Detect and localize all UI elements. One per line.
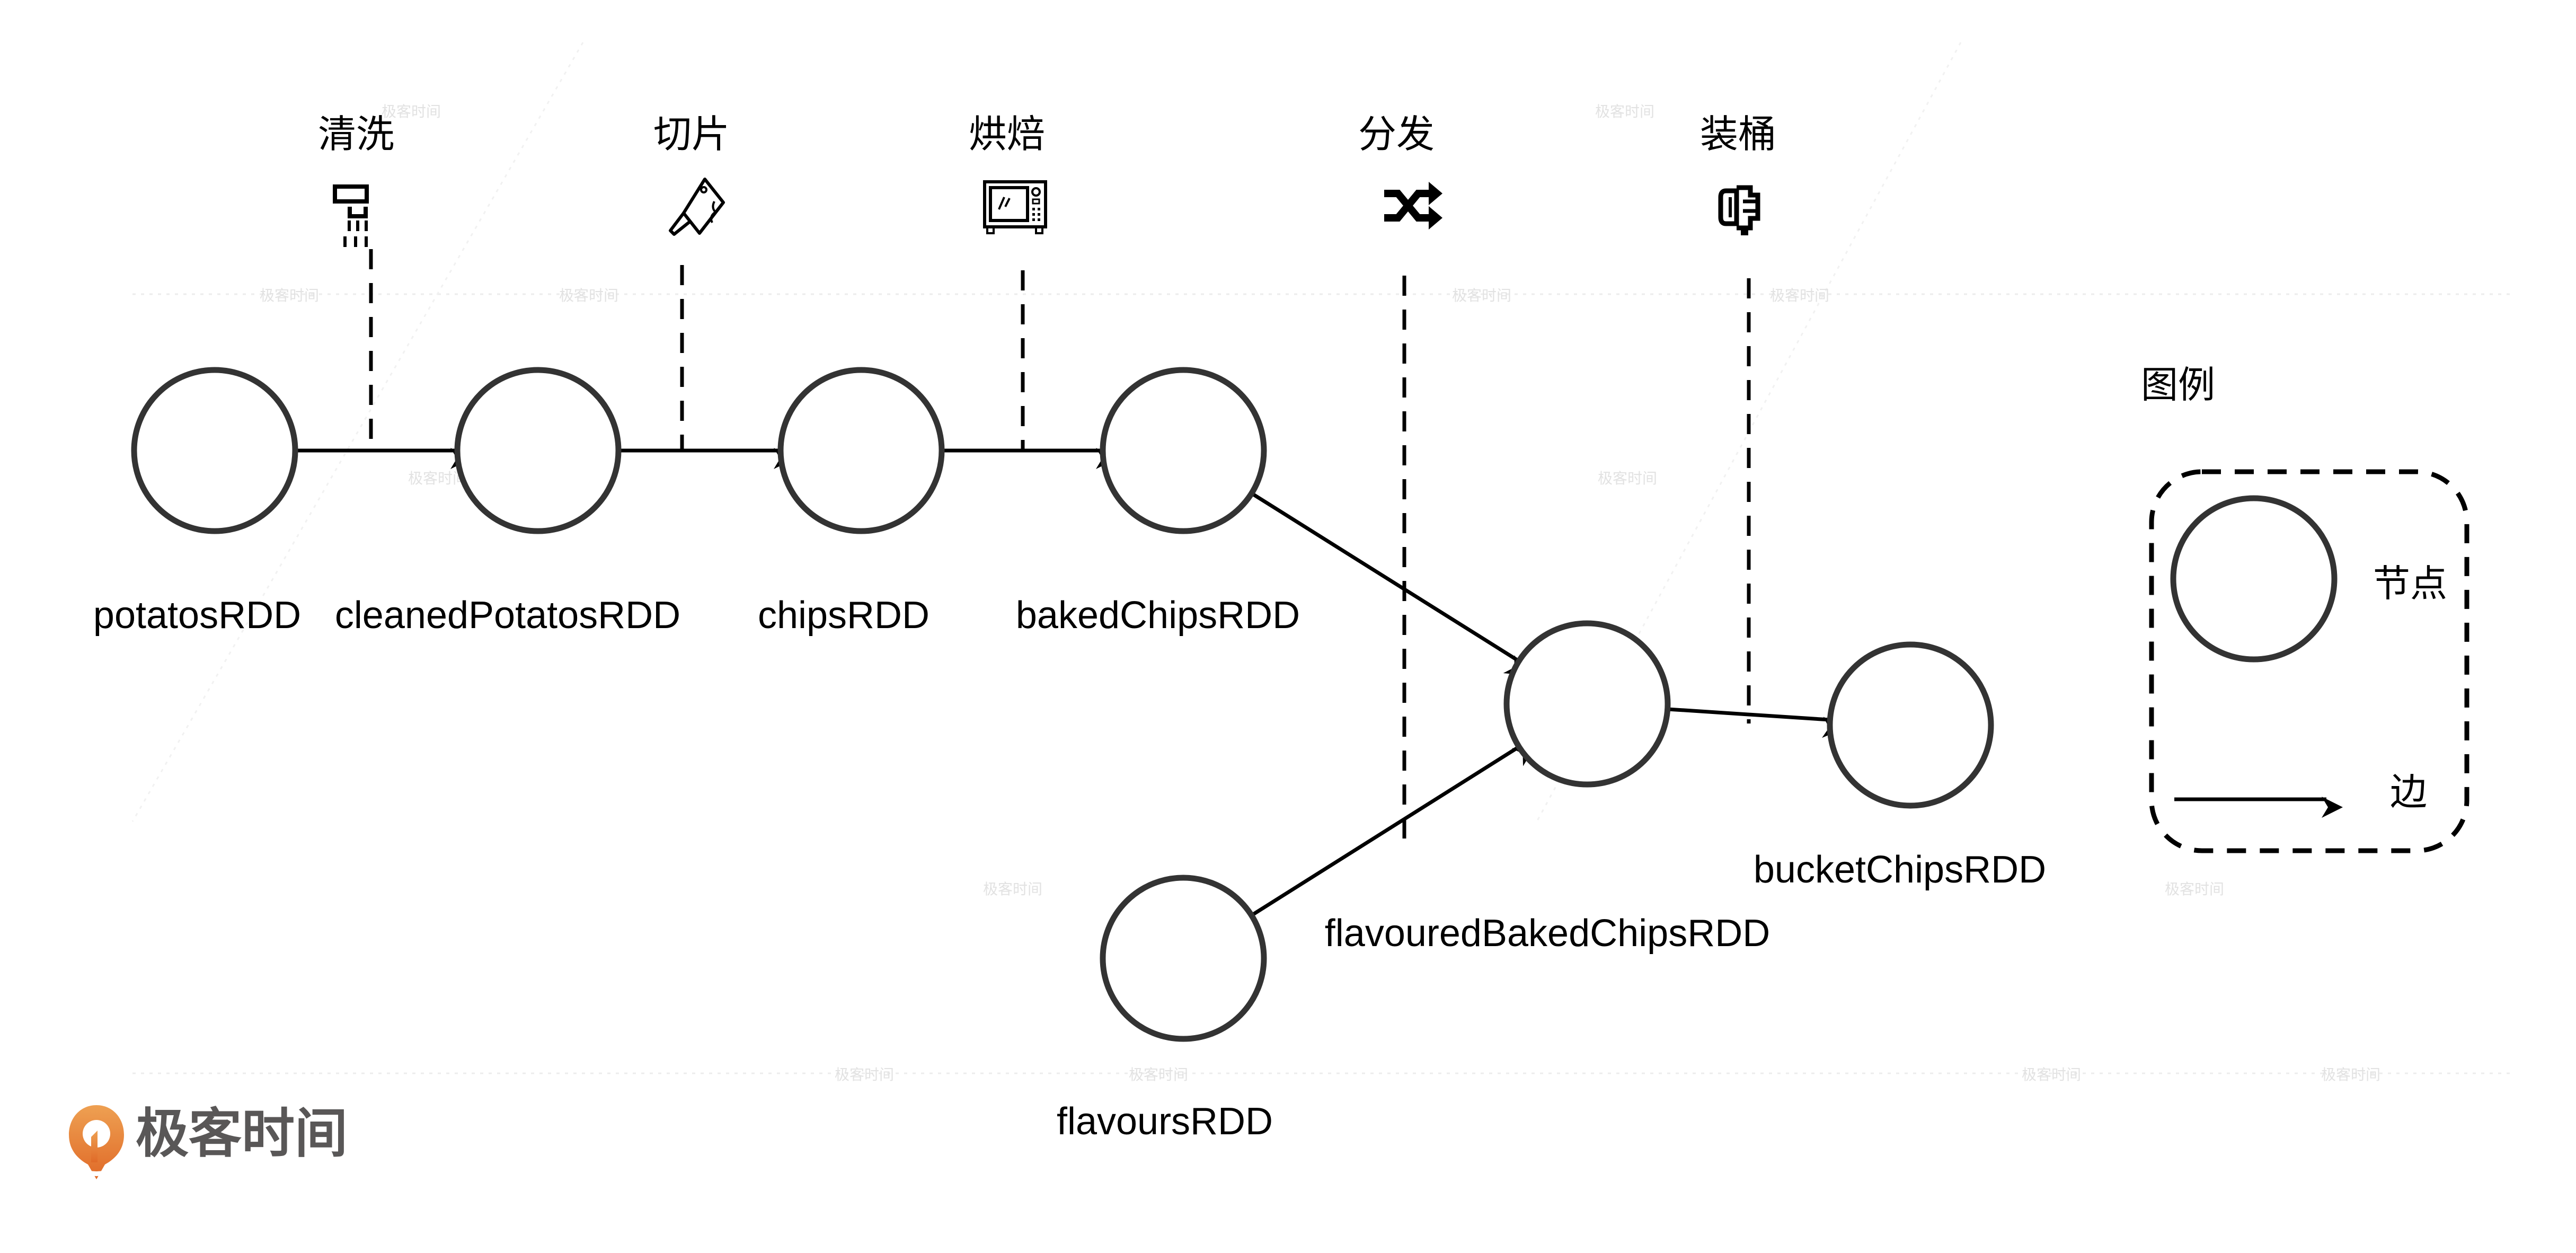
step-label-bake: 烘焙 <box>969 112 1045 156</box>
legend-edge-label: 边 <box>2390 770 2427 814</box>
node-label-potatos: potatosRDD <box>93 594 301 637</box>
watermark-text: 极客时间 <box>559 287 618 304</box>
edges <box>295 448 1844 917</box>
node-label-chips: chipsRDD <box>758 594 930 637</box>
oven-icon <box>983 180 1047 234</box>
watermark-text: 极客时间 <box>2022 1066 2081 1083</box>
watermark-text: 极客时间 <box>2321 1066 2380 1083</box>
node-bucket <box>1827 641 1994 809</box>
node-potatos <box>131 367 298 534</box>
legend-title: 图例 <box>2141 363 2215 407</box>
node-labels: potatosRDD cleanedPotatosRDD chipsRDD ba… <box>93 594 2046 1143</box>
brand-logo: 极客时间 <box>69 1102 348 1179</box>
node-flavoured <box>1503 620 1671 788</box>
step-label-wash: 清洗 <box>318 112 394 156</box>
watermark-text: 极客时间 <box>382 103 441 120</box>
brand-name: 极客时间 <box>136 1102 348 1164</box>
watermark-text: 极客时间 <box>1595 103 1654 120</box>
washing-icon <box>333 184 369 247</box>
watermark-text: 极客时间 <box>1452 287 1511 304</box>
node-label-cleaned: cleanedPotatosRDD <box>335 594 680 637</box>
stage-dividers <box>369 249 1751 843</box>
step-label-slice: 切片 <box>653 112 730 156</box>
node-label-baked: bakedChipsRDD <box>1016 594 1300 637</box>
bucket-icon <box>1718 185 1760 235</box>
legend-node-label: 节点 <box>2373 562 2447 605</box>
shuffle-icon <box>1384 182 1442 230</box>
legend-node-sample <box>2170 495 2338 663</box>
nodes <box>131 367 1994 1042</box>
legend: 图例 节点 边 <box>2141 363 2469 853</box>
node-cleaned <box>454 367 622 534</box>
legend-box <box>2149 469 2469 853</box>
step-label-bucket: 装桶 <box>1700 112 1776 156</box>
watermark-text: 极客时间 <box>1770 287 1829 304</box>
watermark-text: 极客时间 <box>260 287 319 304</box>
watermark-text: 极客时间 <box>2165 880 2224 898</box>
edge-flavours-to-flavoured <box>1250 746 1536 917</box>
watermark-text: 极客时间 <box>983 880 1042 898</box>
node-baked <box>1100 367 1267 534</box>
node-label-bucket: bucketChipsRDD <box>1754 849 2046 891</box>
step-labels: 清洗 切片 烘焙 分发 装桶 <box>318 112 1776 156</box>
watermark-layer: 极客时间 极客时间 极客时间 极客时间 极客时间 极客时间 极客时间 极客时间 … <box>131 42 2512 1083</box>
step-label-distribute: 分发 <box>1358 112 1435 156</box>
watermark-text: 极客时间 <box>1598 470 1657 487</box>
edge-flavoured-to-bucket <box>1667 707 1844 738</box>
watermark-text: 极客时间 <box>1129 1066 1188 1083</box>
node-flavours <box>1100 875 1267 1042</box>
edge-baked-to-flavoured <box>1250 491 1527 676</box>
watermark-text: 极客时间 <box>835 1066 894 1083</box>
cleaver-icon <box>669 178 725 236</box>
node-label-flavours: flavoursRDD <box>1057 1100 1273 1143</box>
node-label-flavoured: flavouredBakedChipsRDD <box>1325 912 1770 955</box>
node-chips <box>777 367 945 534</box>
